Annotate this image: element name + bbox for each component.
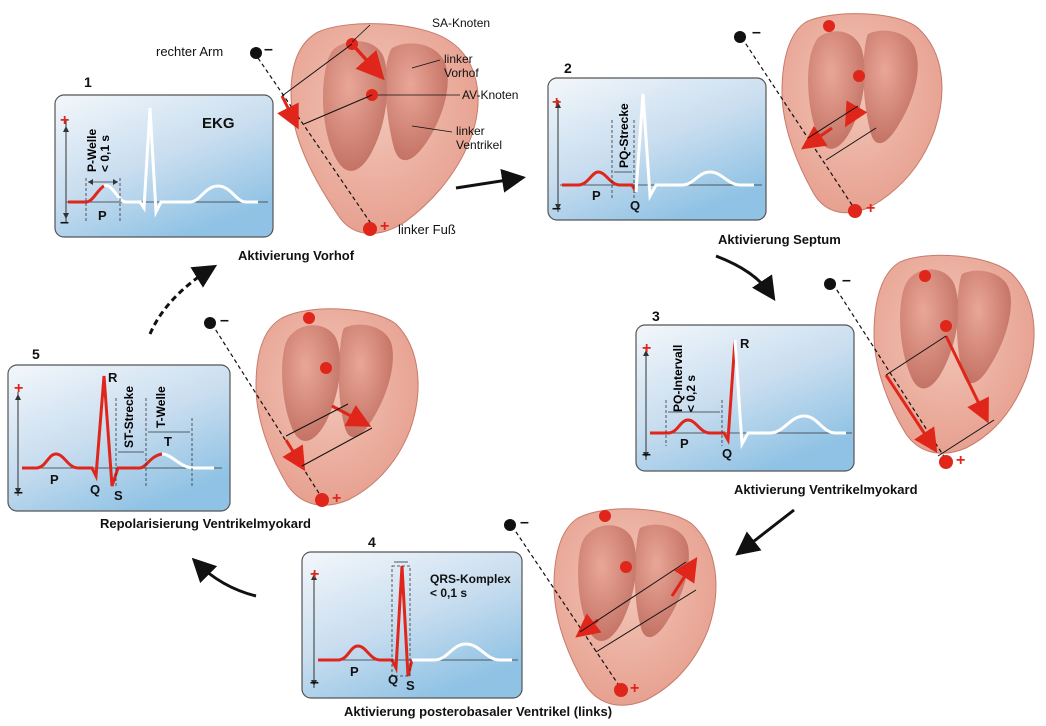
panel-2-heart xyxy=(734,13,943,218)
st-strecke-label: ST-Strecke xyxy=(122,385,136,448)
panel-3-caption: Aktivierung Ventrikelmyokard xyxy=(734,482,918,497)
minus-sign: – xyxy=(520,514,529,531)
panel-1 xyxy=(54,94,274,238)
plus-sign: + xyxy=(332,490,342,507)
minus-sign: – xyxy=(642,446,651,463)
wave-p-label: P xyxy=(592,188,601,203)
t-welle-label: T-Welle xyxy=(154,386,168,428)
panel-3-number: 3 xyxy=(652,308,660,324)
wave-t-label: T xyxy=(164,434,172,449)
wave-p-label: P xyxy=(680,436,689,451)
cycle-arrows xyxy=(148,168,795,598)
plus-sign: + xyxy=(60,112,70,129)
panel-2 xyxy=(547,77,767,221)
panel-1-heart xyxy=(250,23,479,236)
plus-sign: + xyxy=(552,94,562,111)
wave-q-label: Q xyxy=(90,482,101,497)
panel-3-heart xyxy=(824,254,1035,469)
pq-strecke-label: PQ-Strecke xyxy=(617,103,631,168)
qrs-komplex-label: QRS-Komplex < 0,1 s xyxy=(430,572,511,600)
p-wave-interval-label: P-Welle < 0,1 s xyxy=(85,128,112,172)
panel-4-caption: Aktivierung posterobasaler Ventrikel (li… xyxy=(344,704,613,719)
panel-4-heart xyxy=(504,508,717,706)
panel-4 xyxy=(301,551,523,699)
plus-sign: + xyxy=(866,200,876,217)
wave-p-label: P xyxy=(98,208,107,223)
panel-5-heart xyxy=(204,308,419,507)
wave-q-label: Q xyxy=(630,198,641,213)
av-knoten-label: AV-Knoten xyxy=(462,88,519,102)
panel-1-number: 1 xyxy=(84,74,92,90)
minus-sign: – xyxy=(220,312,229,329)
wave-s-label: S xyxy=(406,678,415,693)
plus-sign: + xyxy=(14,380,24,397)
panel-2-number: 2 xyxy=(564,60,572,76)
panel-4-number: 4 xyxy=(368,534,376,550)
minus-sign: – xyxy=(14,484,23,501)
wave-p-label: P xyxy=(350,664,359,679)
linker-vorhof-label: linker Vorhof xyxy=(444,52,479,80)
panel-5 xyxy=(7,364,231,512)
plus-sign: + xyxy=(310,566,320,583)
rechter-arm-label: rechter Arm xyxy=(156,44,224,59)
plus-sign: + xyxy=(630,680,640,697)
linker-fuss-label: linker Fuß xyxy=(398,222,456,237)
wave-r-label: R xyxy=(108,370,118,385)
pq-intervall-label: PQ-Intervall < 0,2 s xyxy=(671,344,698,412)
panel-1-caption: Aktivierung Vorhof xyxy=(238,248,355,263)
wave-s-label: S xyxy=(114,488,123,503)
minus-sign: – xyxy=(842,272,851,289)
minus-sign: – xyxy=(310,674,319,691)
panel-2-caption: Aktivierung Septum xyxy=(718,232,841,247)
minus-sign: – xyxy=(552,200,561,217)
wave-q-label: Q xyxy=(388,672,399,687)
wave-p-label: P xyxy=(50,472,59,487)
ekg-title: EKG xyxy=(202,115,235,132)
panel-5-caption: Repolarisierung Ventrikelmyokard xyxy=(100,516,311,531)
panel-5-number: 5 xyxy=(32,346,40,362)
minus-sign: – xyxy=(752,24,761,41)
plus-sign: + xyxy=(642,340,652,357)
plus-sign: + xyxy=(380,218,390,235)
minus-sign: – xyxy=(264,41,273,58)
panel-3 xyxy=(635,324,855,472)
sa-knoten-label: SA-Knoten xyxy=(432,16,491,30)
plus-sign: + xyxy=(956,452,966,469)
wave-r-label: R xyxy=(740,336,750,351)
minus-sign: – xyxy=(60,214,69,231)
linker-ventrikel-label: linker Ventrikel xyxy=(456,124,503,152)
wave-q-label: Q xyxy=(722,446,733,461)
